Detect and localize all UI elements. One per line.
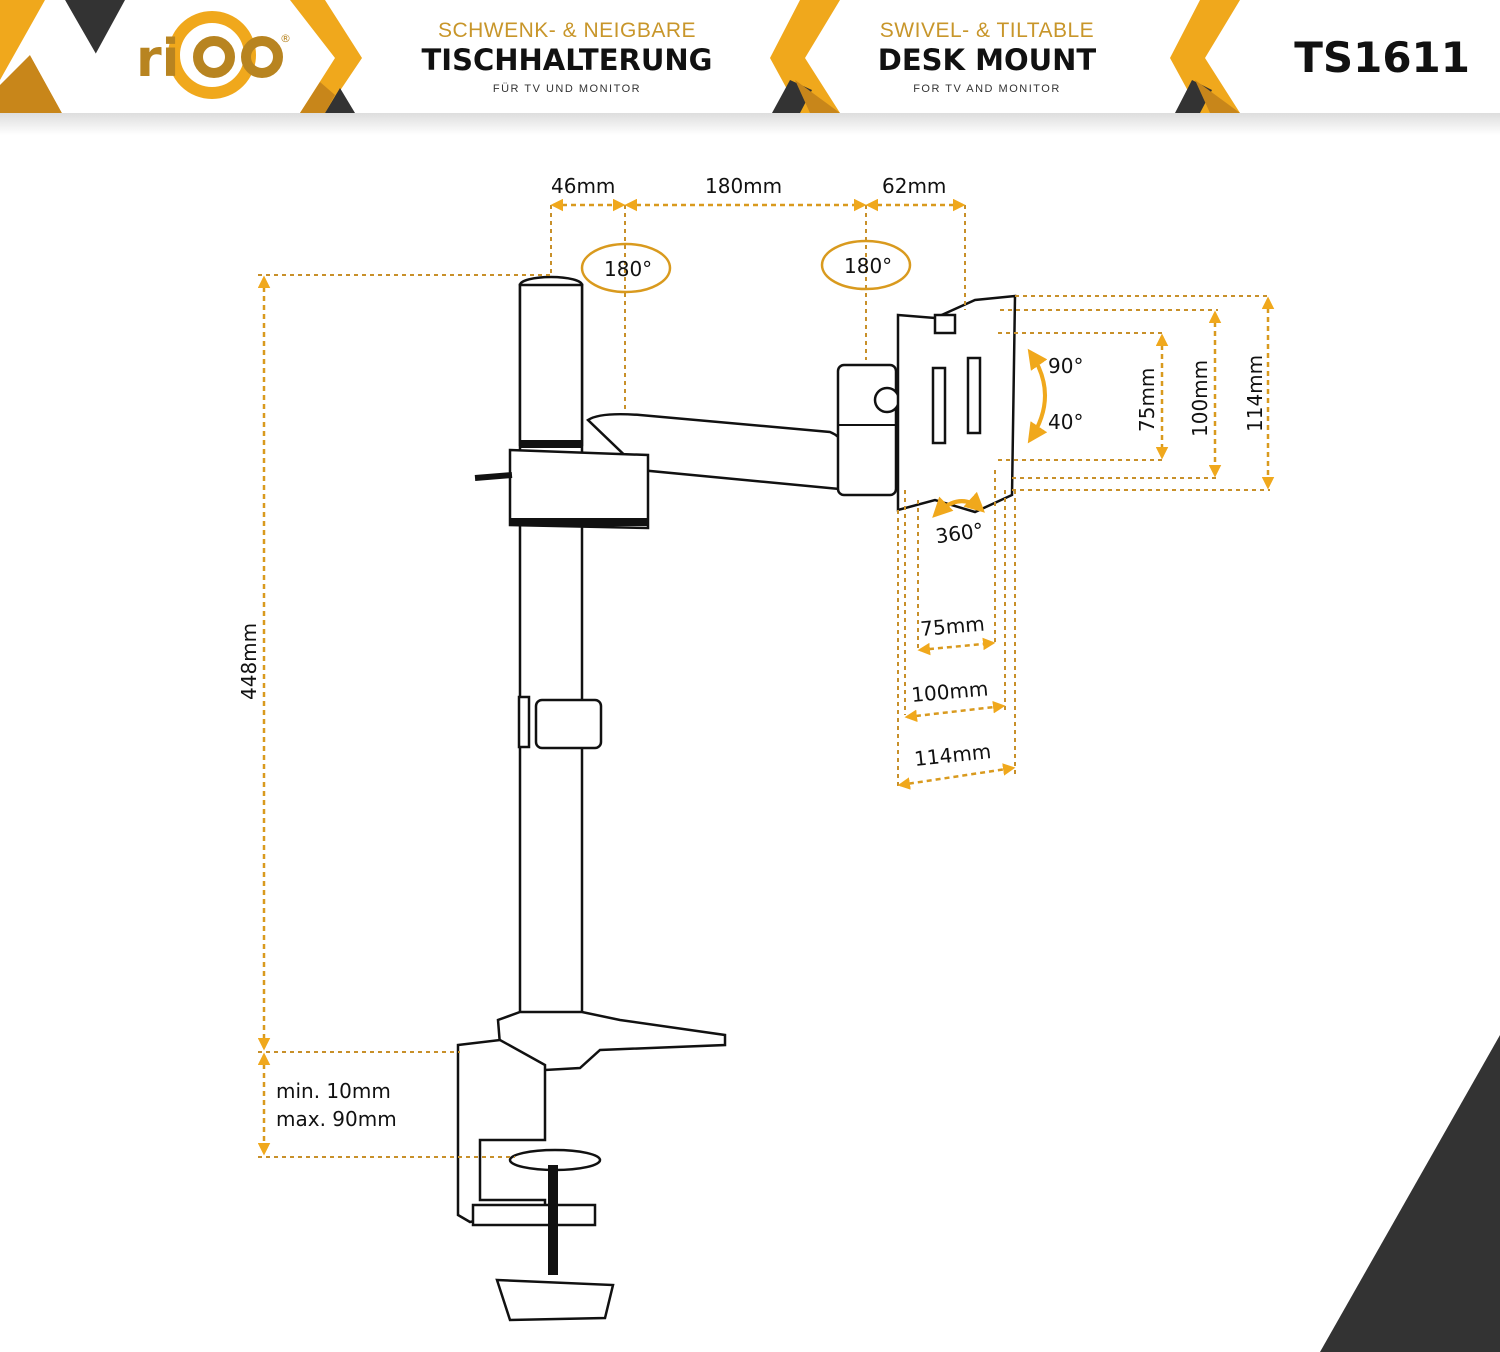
clamp-max: max. 90mm (276, 1107, 397, 1131)
de-title: TISCHHALTERUNG (422, 43, 713, 77)
tilt-down: 40° (1048, 410, 1083, 434)
rotation-180-2: 180° (844, 254, 892, 278)
tilt-up: 90° (1048, 354, 1083, 378)
rotation-180-1: 180° (604, 257, 652, 281)
de-subtitle: SCHWENK- & NEIGBARE (438, 19, 696, 42)
extension-lines (258, 205, 1270, 1158)
vesa-h-75: 75mm (919, 611, 985, 641)
rotate-360: 360° (934, 518, 985, 548)
dim-180mm: 180mm (705, 174, 782, 198)
dim-height: 448mm (237, 623, 261, 700)
vesa-h-114: 114mm (913, 739, 992, 771)
dimension-lines (257, 198, 1275, 1156)
dim-46mm: 46mm (551, 174, 615, 198)
svg-text:ri: ri (136, 29, 179, 89)
en-title: DESK MOUNT (878, 43, 1097, 77)
clamp-min: min. 10mm (276, 1079, 391, 1103)
mount-drawing (456, 275, 1017, 1322)
de-small: FÜR TV UND MONITOR (493, 83, 641, 95)
svg-text:®: ® (280, 32, 291, 45)
en-small: FOR TV AND MONITOR (913, 83, 1061, 95)
vesa-v-100: 100mm (1188, 360, 1212, 437)
en-subtitle: SWIVEL- & TILTABLE (880, 19, 1094, 42)
ricoo-logo: ri ® (136, 11, 291, 99)
vesa-h-100: 100mm (910, 676, 989, 707)
vesa-v-75: 75mm (1135, 368, 1159, 432)
model-number: TS1611 (1294, 33, 1470, 82)
corner-decoration (1320, 1035, 1500, 1352)
vesa-v-114: 114mm (1243, 355, 1267, 432)
header-banner (0, 0, 1500, 135)
dim-62mm: 62mm (882, 174, 946, 198)
